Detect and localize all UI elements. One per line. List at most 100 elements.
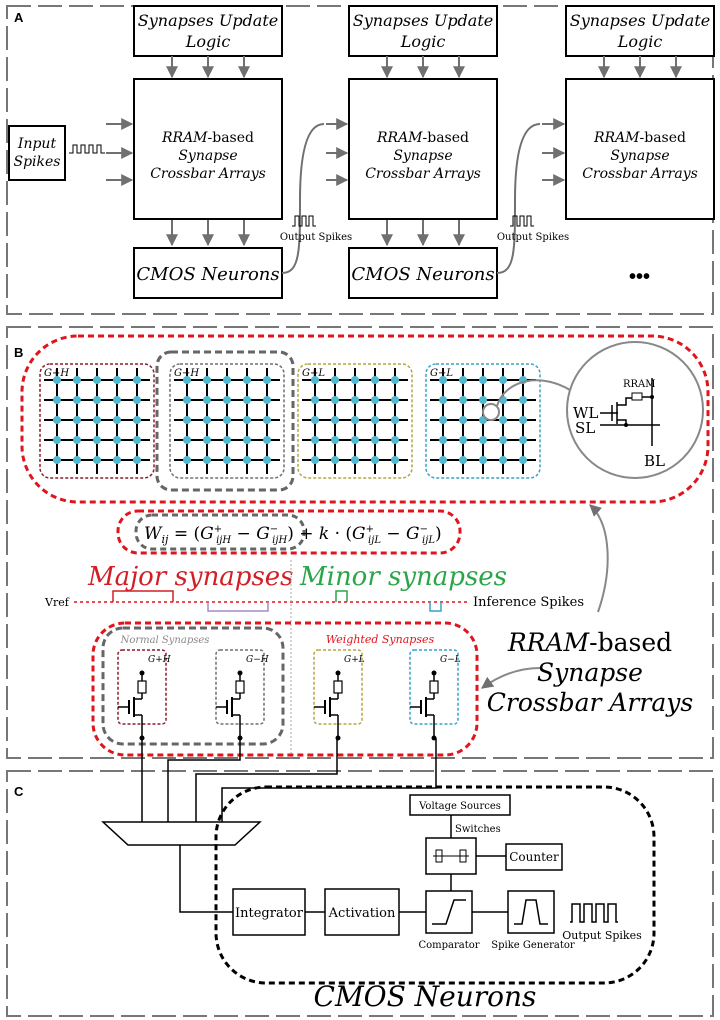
crossbar-node — [223, 396, 231, 404]
crossbar-node — [223, 416, 231, 424]
rram-crossbar-label: RRAM-based Synapse Crossbar Arrays — [487, 628, 693, 717]
svg-text:Logic: Logic — [185, 32, 231, 51]
crossbar-node — [73, 376, 81, 384]
minor-synapses-label: Minor synapses — [299, 562, 507, 592]
ellipsis: ••• — [629, 266, 650, 288]
panel-c-label: C — [14, 784, 24, 799]
crossbar-node — [263, 456, 271, 464]
zoom-line — [496, 379, 571, 407]
array-label: G+H — [44, 368, 69, 379]
panel-c-frame — [6, 770, 714, 1017]
crossbar-node — [93, 416, 101, 424]
zoom-point — [482, 403, 500, 421]
update-arrows — [166, 56, 682, 79]
svg-text:Synapses Update: Synapses Update — [570, 11, 710, 30]
crossbar-node — [113, 396, 121, 404]
update-logic-box: Synapses Update Logic — [565, 5, 715, 57]
svg-text:Crossbar Arrays: Crossbar Arrays — [365, 166, 481, 182]
crossbar-node — [519, 416, 527, 424]
crossbar-grid: G−L — [425, 363, 541, 479]
crossbar-node — [223, 376, 231, 384]
voltage-sources-block: Voltage Sources — [409, 794, 511, 816]
multiplexer — [101, 821, 262, 846]
update-logic-box: Synapses Update Logic — [133, 5, 283, 57]
panel-a-label: A — [14, 10, 24, 25]
crossbar-node — [113, 436, 121, 444]
crossbar-node — [203, 376, 211, 384]
svg-text:RRAM: RRAM — [623, 379, 656, 390]
crossbar-node — [391, 456, 399, 464]
crossbar-node — [133, 416, 141, 424]
crossbar-node — [331, 436, 339, 444]
major-group-enclosure — [155, 350, 295, 492]
crossbar-node — [183, 456, 191, 464]
output-connection — [281, 123, 325, 274]
crossbar-node — [391, 396, 399, 404]
crossbar-node — [371, 456, 379, 464]
input-spikes-box: Input Spikes — [8, 125, 66, 181]
crossbar-node — [223, 456, 231, 464]
output-spikes-label: Output Spikes — [280, 215, 352, 243]
switches-label: Switches — [455, 824, 501, 835]
crossbar-array-box: RRAM-based Synapse Crossbar Arrays — [565, 78, 715, 220]
crossbar-node — [53, 456, 61, 464]
crossbar-node — [203, 436, 211, 444]
panel-b-label: B — [14, 345, 23, 360]
svg-text:RRAM-based: RRAM-based — [507, 628, 672, 657]
svg-text:Synapse: Synapse — [178, 148, 237, 164]
svg-text:Counter: Counter — [509, 850, 559, 864]
crossbar-node — [459, 416, 467, 424]
inference-spikes-label: Inference Spikes — [473, 595, 584, 610]
svg-text:Logic: Logic — [400, 32, 446, 51]
array-label: G−H — [174, 368, 199, 379]
label-arrow-up — [589, 504, 609, 613]
crossbar-node — [331, 416, 339, 424]
cmos-neurons-title: CMOS Neurons — [314, 980, 537, 1013]
crossbar-node — [371, 416, 379, 424]
svg-text:Synapses Update: Synapses Update — [138, 11, 278, 30]
minor-spike-neg — [429, 602, 442, 612]
crossbar-array-box: RRAM-based Synapse Crossbar Arrays — [133, 78, 283, 220]
synapse-cell: G+L — [313, 649, 365, 741]
svg-text:Comparator: Comparator — [418, 940, 479, 951]
crossbar-node — [519, 456, 527, 464]
crossbar-node — [73, 416, 81, 424]
svg-text:RRAM-based: RRAM-based — [161, 130, 254, 146]
crossbar-node — [519, 436, 527, 444]
panel-c: C Integrator Activation Comparator — [6, 738, 714, 1017]
array-label: G−L — [430, 368, 453, 379]
crossbar-node — [311, 436, 319, 444]
crossbar-node — [73, 436, 81, 444]
crossbar-node — [479, 396, 487, 404]
crossbar-node — [93, 396, 101, 404]
crossbar-node — [263, 376, 271, 384]
crossbar-node — [133, 396, 141, 404]
crossbar-node — [331, 376, 339, 384]
crossbar-node — [499, 456, 507, 464]
crossbar-node — [133, 436, 141, 444]
crossbar-node — [371, 376, 379, 384]
synapse-cell: G−H — [215, 649, 269, 741]
crossbar-node — [311, 376, 319, 384]
svg-text:SL: SL — [575, 419, 595, 437]
svg-text:Synapse: Synapse — [610, 148, 669, 164]
crossbar-node — [499, 436, 507, 444]
normal-synapses-enclosure — [101, 626, 285, 746]
panel-b-frame — [6, 326, 714, 759]
synapse-cell: G−L — [409, 649, 461, 741]
crossbar-node — [391, 376, 399, 384]
crossbar-node — [371, 396, 379, 404]
crossbar-enclosure — [20, 334, 710, 504]
svg-text:RRAM-based: RRAM-based — [376, 130, 469, 146]
weighted-synapses-label: Weighted Synapses — [326, 633, 435, 646]
synapse-label: G+L — [344, 655, 365, 665]
crossbar-node — [263, 396, 271, 404]
crossbar-node — [113, 416, 121, 424]
crossbar-node — [243, 376, 251, 384]
spike-generator-block: Spike Generator — [491, 890, 575, 951]
crossbar-node — [73, 456, 81, 464]
crossbar-node — [243, 416, 251, 424]
svg-text:Output Spikes: Output Spikes — [280, 232, 352, 243]
crossbar-node — [113, 376, 121, 384]
